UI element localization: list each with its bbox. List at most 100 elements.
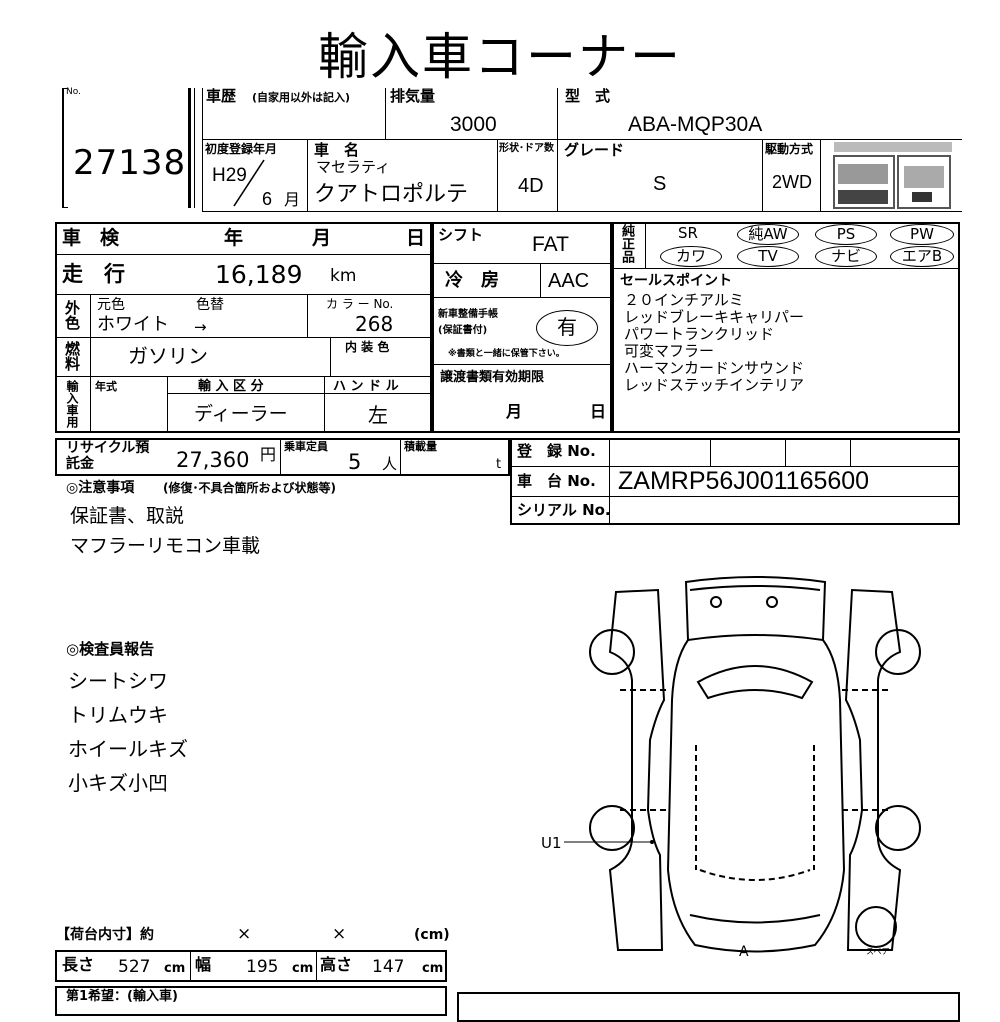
color-side-label: 外色 (63, 300, 81, 330)
model-value: ABA-MQP30A (628, 113, 763, 136)
equip-tv: TV (737, 246, 799, 267)
length-label: 長さ (62, 955, 95, 974)
equip-aw: 純AW (737, 224, 799, 245)
equip-airbag: エアB (890, 246, 954, 267)
fuel-side-label: 燃料 (63, 341, 81, 371)
capacity-label: 乗車定員 (284, 440, 328, 453)
load-label: 積載量 (404, 440, 437, 453)
reg-no-label: 登 録 No. (517, 442, 596, 460)
car-name-value: クアトロポルテ (314, 182, 469, 207)
equip-sr: SR (678, 224, 698, 242)
shaken-year-unit: 年 (224, 227, 244, 249)
shift-label: シフト (438, 226, 484, 244)
equip-navi: ナビ (815, 246, 877, 267)
height-unit: cm (422, 961, 444, 976)
equip-leather: カワ (660, 246, 722, 267)
drive-value: 2WD (772, 172, 812, 192)
length-value: 527 (118, 957, 151, 977)
first-reg-month: 6 (262, 189, 273, 209)
model-year-label: 年式 (95, 380, 117, 393)
capacity-value: 5 (348, 450, 362, 474)
sales-point-item: パワートランクリッド (624, 325, 775, 343)
equip-ps: PS (815, 224, 877, 245)
chassis-label: 車 台 No. (517, 472, 596, 490)
spare-label: スペア (866, 947, 890, 956)
lot-number: 27138 (73, 143, 187, 183)
car-name-label: 車 名 (314, 141, 360, 159)
import-side-label: 輸入車用 (65, 380, 79, 428)
ac-value: AAC (548, 270, 590, 292)
records-label: 新車整備手帳(保証書付) (438, 309, 498, 336)
history-note: (自家用以外は記入) (252, 91, 351, 104)
inspector-item: シートシワ (68, 669, 168, 693)
chassis-value: ZAMRP56J001165600 (618, 467, 870, 495)
handle-label: ハ ン ド ル (333, 379, 399, 394)
doors-value: 4D (518, 175, 544, 197)
color-no-value: 268 (355, 312, 394, 336)
width-unit: cm (292, 961, 314, 976)
sales-point-item: ハーマンカードンサウンド (624, 359, 805, 377)
model-label: 型 式 (565, 87, 611, 105)
orig-color-label: 元色 (97, 297, 125, 313)
interior-color-label: 内 装 色 (345, 340, 390, 354)
height-value: 147 (372, 957, 405, 977)
inspector-item: ホイールキズ (68, 737, 188, 761)
mileage-unit: km (330, 266, 357, 286)
color-arrow: → (194, 318, 207, 336)
recycle-yen: 円 (260, 445, 277, 464)
grade-label: グレード (564, 141, 625, 159)
grade-value: S (653, 173, 667, 195)
ac-label: 冷 房 (445, 270, 499, 291)
color-value: ホワイト (97, 314, 169, 335)
handle-value: 左 (368, 403, 388, 427)
cargo-x1: × (237, 924, 252, 944)
sales-point-item: ２０インチアルミ (624, 291, 744, 309)
first-reg-month-unit: 月 (284, 190, 301, 209)
equip-pw: PW (890, 224, 954, 245)
inspector-item: トリムウキ (68, 703, 168, 727)
shaken-day-unit: 日 (406, 227, 426, 249)
first-reg-label: 初度登録年月 (205, 142, 278, 156)
fuel-value: ガソリン (128, 344, 208, 368)
displacement-label: 排気量 (390, 87, 436, 105)
cargo-label: 【荷台内寸】約 (56, 927, 154, 943)
displacement-value: 3000 (450, 113, 497, 136)
shaken-month-unit: 月 (312, 227, 332, 249)
recycle-label: リサイクル預託金 (66, 440, 150, 472)
color-change-label: 色替 (196, 297, 224, 313)
transfer-label: 譲渡書類有効期限 (440, 370, 545, 385)
records-note: ※書類と一緒に保管下さい。 (448, 349, 565, 359)
color-no-label: カ ラ ー No. (326, 297, 394, 311)
load-unit: t (496, 457, 502, 472)
first-reg-year: H29 (212, 165, 247, 186)
sales-point-item: レッドブレーキキャリパー (624, 308, 805, 326)
page-title: 輸入車コーナー (318, 28, 682, 86)
shift-value: FAT (532, 233, 569, 256)
car-condition-diagram (564, 576, 921, 953)
capacity-unit: 人 (382, 455, 398, 473)
height-label: 高さ (320, 955, 353, 974)
lot-no-label: No. (66, 87, 81, 97)
note-item: マフラーリモコン車載 (70, 535, 261, 557)
shaken-label: 車 検 (62, 227, 120, 249)
sales-point-label: セールスポイント (620, 273, 732, 289)
doors-label: 形状･ドア数 (499, 143, 554, 154)
genuine-label: 純正品 (619, 224, 634, 263)
import-type-label: 輸 入 区 分 (198, 379, 264, 394)
sales-point-item: レッドステッチインテリア (624, 376, 805, 394)
mileage-label: 走 行 (62, 262, 125, 286)
notes-label: ◎注意事項 (66, 480, 135, 496)
notes-sub: (修復･不具合箇所および状態等) (163, 481, 336, 495)
drive-label: 駆動方式 (765, 142, 814, 156)
hope-label: 第1希望：(輸入車) (66, 989, 178, 1004)
sales-point-item: 可変マフラー (624, 342, 715, 360)
cargo-x2: × (332, 924, 347, 944)
width-value: 195 (246, 957, 279, 977)
serial-label: シリアル No. (517, 501, 611, 519)
width-label: 幅 (195, 955, 212, 974)
note-item: 保証書、取説 (70, 505, 185, 527)
damage-mark-a: A (739, 944, 749, 960)
transfer-day: 日 (590, 402, 607, 421)
history-label: 車歴 (206, 87, 237, 105)
inspector-label: ◎検査員報告 (66, 640, 155, 658)
